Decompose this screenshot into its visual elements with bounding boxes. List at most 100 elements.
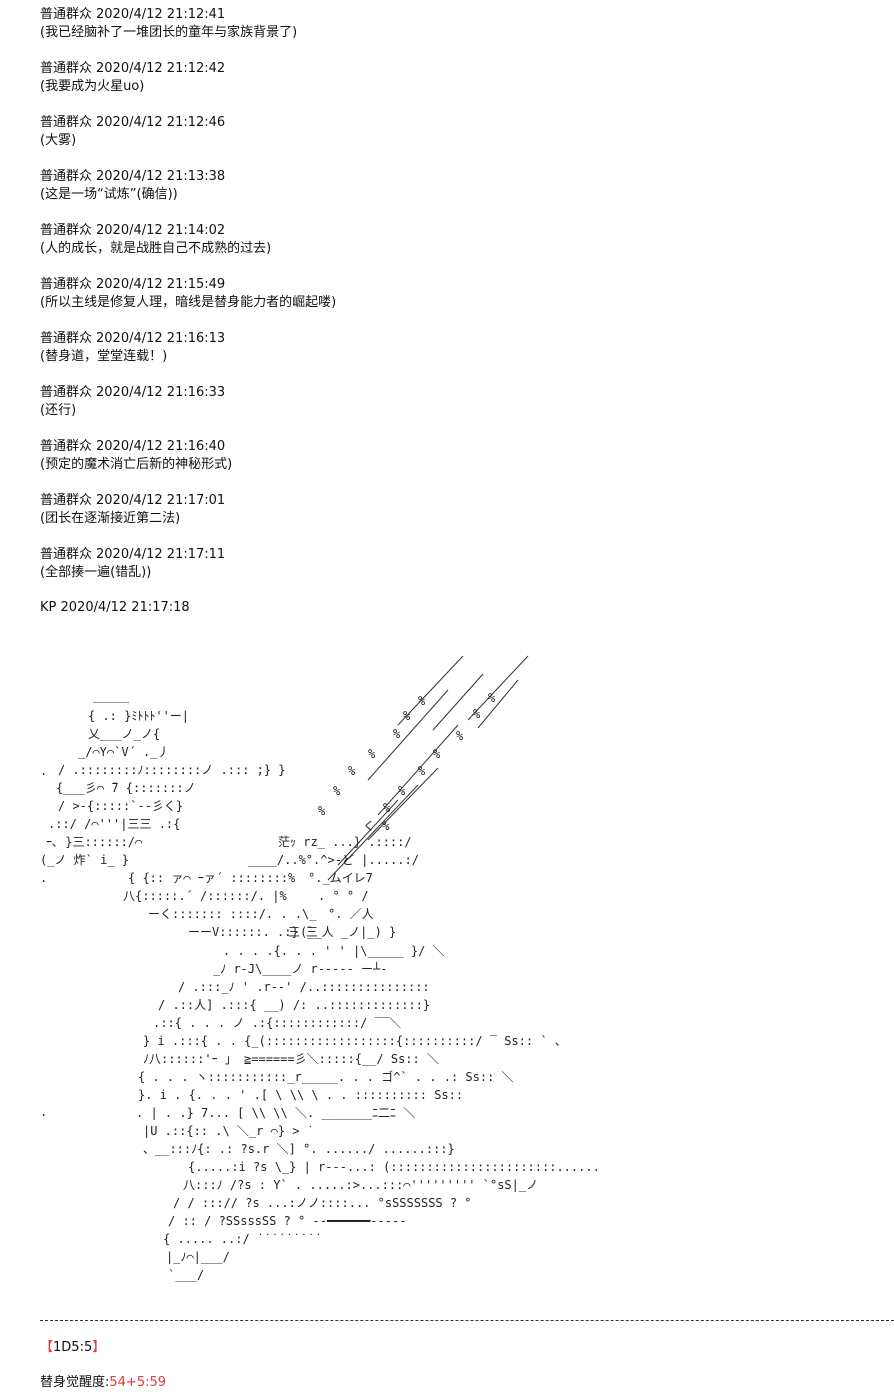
svg-text:____/..%°.^>-ど |.....:/: ____/..%°.^>-ど |.....:/	[248, 853, 419, 867]
svg-text:%: %	[383, 801, 391, 815]
svg-text:乂___ノ_ノ{: 乂___ノ_ノ{	[88, 727, 160, 741]
svg-text:%: %	[418, 694, 426, 708]
svg-text:. | . .} 7... [ \\ \\: . | . .} 7... [ \\ \\ ＼. _______ﾆ二ﾆ ＼	[136, 1106, 415, 1120]
svg-text:ﾉ八::::::'ｰ 」 ≧======彡＼::::: ﾉ八::::::'ｰ 」 ≧======彡＼:::::{__/ Ss:: ＼	[143, 1052, 439, 1066]
svg-text:%: %	[393, 727, 401, 741]
dice-expression: 1D5	[53, 1340, 80, 1355]
kp-message-header: KP 2020/4/12 21:17:18	[40, 599, 190, 617]
svg-text:%: %	[403, 709, 411, 723]
stat-value: 54+5:59	[109, 1375, 167, 1390]
svg-text:_____: _____	[93, 689, 130, 703]
svg-text:%: %	[473, 707, 481, 721]
message-text: (团长在逐渐接近第二法)	[40, 511, 181, 526]
svg-text:/ .::::::::ﾉ::::::::ノ .::: ;}: / .::::::::ﾉ::::::::ノ .::: ;} }	[58, 763, 286, 777]
message-sender: 普通群众	[40, 115, 93, 130]
message-text: (替身道，堂堂连载！)	[40, 349, 168, 364]
ascii-art-illustration: %% %% %% %% %% %% %% く % _____ { .: }ﾐﾄﾄ…	[38, 650, 598, 1300]
message-sender: 普通群众	[40, 61, 93, 76]
svg-text:茫ｯ rz_ ...} .::::/: 茫ｯ rz_ ...} .::::/	[278, 835, 412, 849]
svg-text:|U .::{:: .\ ＼_r ⌒}: |U .::{:: .\ ＼_r ⌒} > ˙	[143, 1124, 314, 1138]
message-text: (我要成为火星uo)	[40, 79, 145, 94]
message-text: (所以主线是修复人理，暗线是替身能力者的崛起喽)	[40, 295, 337, 310]
svg-text:%: %	[348, 764, 356, 778]
svg-text:.: .	[40, 764, 47, 778]
svg-text:|_ﾉ⌒|___/: |_ﾉ⌒|___/	[166, 1250, 230, 1264]
message-timestamp: 2020/4/12 21:12:42	[96, 61, 226, 76]
dice-result: 5	[83, 1340, 93, 1355]
message-timestamp: 2020/4/12 21:16:40	[96, 439, 226, 454]
message-text: (预定的魔术消亡后新的神秘形式)	[40, 457, 233, 472]
svg-text:(_ノ 炸` i_ }: (_ノ 炸` i_ }	[40, 853, 129, 867]
svg-text:_/⌒Y⌒`V´ ._丿: _/⌒Y⌒`V´ ._丿	[78, 745, 169, 759]
svg-text:{___彡⌒ ̄7 {:::::::ノ: {___彡⌒ ̄7 {:::::::ノ	[56, 781, 196, 795]
svg-text:%: %	[368, 747, 376, 761]
svg-text:%: %	[333, 784, 341, 798]
svg-text:/ >-{:::::`--彡く}: / >-{:::::`--彡く}	[58, 799, 183, 813]
kp-timestamp: 2020/4/12 21:17:18	[60, 600, 190, 615]
svg-text:_ﾉ r-J\____ノ r----- ー┴-: _ﾉ r-J\____ノ r----- ー┴-	[213, 961, 388, 976]
svg-text:{ {:: ァ⌒ ｰァ´ ::::::::%: { {:: ァ⌒ ｰァ´ ::::::::%	[128, 871, 296, 885]
svg-text:. . . .{. . . ' ' |\_____ }/: . . . .{. . . ' ' |\_____ }/ ＼	[223, 944, 445, 958]
svg-text:%: %	[488, 691, 496, 705]
dice-close-bracket: 】	[92, 1340, 106, 1355]
message-sender: 普通群众	[40, 7, 93, 22]
svg-text:{ ..... ..:/: { ..... ..:/ ˙˙˙˙˙˙˙˙˙	[163, 1232, 322, 1246]
message-timestamp: 2020/4/12 21:16:33	[96, 385, 226, 400]
svg-text:. ° ° /: . ° ° /	[318, 889, 369, 903]
dice-roll: 【1D5:5】	[40, 1339, 105, 1357]
svg-text:/ .:::_ﾉ ' .r--' /..:: / .:::_ﾉ ' .r--' /..:::::::::::::::	[178, 980, 430, 994]
svg-text:°._ムイレ7: °._ムイレ7	[308, 871, 373, 885]
message-sender: 普通群众	[40, 439, 93, 454]
svg-text:.: .	[40, 871, 47, 885]
message-text: (人的成长，就是战胜自己不成熟的过去)	[40, 241, 272, 256]
message-sender: 普通群众	[40, 547, 93, 562]
svg-text:.::{ . . . ノ: .::{ . . . ノ .:{::::::::::::/ ‾‾＼	[153, 1016, 401, 1030]
message-sender: 普通群众	[40, 169, 93, 184]
message-sender: 普通群众	[40, 493, 93, 508]
svg-text:ーーV::::::. .:} ̄三: ーーV::::::. .:} ̄三	[188, 925, 318, 939]
svg-text:/ :: / ?SSsssSS: / :: / ?SSsssSS ? ° -‐━━━━━━-----	[168, 1214, 406, 1228]
svg-text:、__:::ﾉ{: .: ?s.r ＼] °: 、__:::ﾉ{: .: ?s.r ＼] °. ....../ ......::…	[143, 1142, 455, 1156]
svg-text:三(__人 _ノ|_) }: 三(__人 _ノ|_) }	[288, 925, 396, 939]
message-text: (全部揍一遍(错乱))	[40, 565, 152, 580]
svg-text:`___/: `___/	[168, 1268, 204, 1282]
kp-sender: KP	[40, 600, 57, 615]
svg-text:}. i . {. . . ' .[ \ \\ \: }. i . {. . . ' .[ \ \\ \ . . ::::::::::…	[138, 1088, 463, 1102]
separator-line	[40, 1320, 894, 1321]
svg-text:八:::ﾉ /?s : Y`: 八:::ﾉ /?s : Y` . .....:>...:::⌒'''''''''…	[183, 1178, 538, 1192]
svg-text:.::/ /⌒'''|三三 .:{: .::/ /⌒'''|三三 .:{	[48, 817, 180, 831]
svg-text:/ / :::// ?s ...:ノノ: / / :::// ?s ...:ノノ::::... °sSSSSSSS ? °	[173, 1196, 472, 1210]
svg-text:ｰ､ }三::::::/⌒: ｰ､ }三::::::/⌒	[46, 835, 142, 849]
svg-text:%: %	[318, 804, 326, 818]
message-sender: 普通群众	[40, 277, 93, 292]
message-timestamp: 2020/4/12 21:17:01	[96, 493, 226, 508]
ascii-art-drawing: %% %% %% %% %% %% %% く % _____ { .: }ﾐﾄﾄ…	[40, 655, 598, 1282]
svg-text:{.....:i ?s \_} | r--: {.....:i ?s \_} | r---...: (::::::::::::…	[188, 1160, 598, 1174]
message-timestamp: 2020/4/12 21:12:41	[96, 7, 226, 22]
dice-separator: :	[79, 1340, 84, 1355]
svg-text:%: %	[456, 729, 464, 743]
message-timestamp: 2020/4/12 21:17:11	[96, 547, 226, 562]
message-sender: 普通群众	[40, 223, 93, 238]
dice-open-bracket: 【	[40, 1340, 54, 1355]
svg-text:.: .	[40, 1105, 47, 1119]
message-text: (我已经脑补了一堆团长的童年与家族背景了)	[40, 25, 298, 40]
